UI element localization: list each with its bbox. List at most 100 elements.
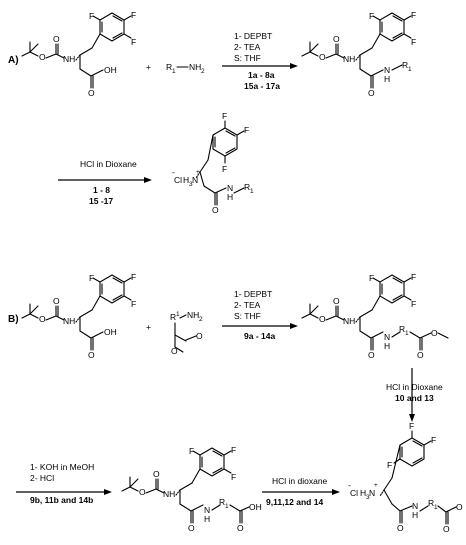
svg-text:NH: NH: [343, 316, 355, 326]
svg-text:O: O: [417, 350, 424, 360]
compound-range: 15 -17: [89, 196, 113, 206]
svg-text:F: F: [369, 273, 374, 283]
svg-text:O: O: [368, 350, 375, 360]
compound-range: 1a - 8a: [248, 70, 275, 80]
reaction-arrow-a2: [58, 177, 152, 183]
svg-text:H: H: [384, 74, 390, 84]
svg-text:1: 1: [434, 504, 438, 511]
svg-text:N: N: [412, 501, 418, 511]
svg-text:O: O: [212, 205, 219, 215]
atom-o: O: [53, 34, 60, 44]
svg-text:O: O: [431, 328, 438, 338]
atom-f: F: [131, 37, 136, 47]
atom-oh: OH: [104, 65, 117, 75]
svg-text:-: -: [172, 167, 175, 177]
reagent-text: 1- DEPBT: [234, 289, 272, 299]
svg-text:R: R: [244, 182, 250, 192]
svg-text:F: F: [222, 164, 227, 174]
svg-text:F: F: [131, 299, 136, 309]
svg-text:F: F: [409, 421, 414, 431]
plus-sign: +: [146, 62, 151, 72]
reagent-text: 1- DEPBT: [234, 31, 272, 41]
reagent-text: 2- TEA: [234, 300, 261, 310]
svg-text:F: F: [231, 445, 236, 455]
section-b-boc-ester-product: F F F NH O O N H R 1 O O O: [301, 272, 449, 360]
compound-range: 10 and 13: [395, 393, 434, 403]
reagent-text: S: THF: [234, 311, 261, 321]
svg-text:F: F: [222, 111, 227, 121]
svg-text:+: +: [196, 169, 200, 176]
compound-range: 1 - 8: [93, 185, 110, 195]
svg-text:F: F: [387, 460, 392, 470]
svg-text:O: O: [456, 502, 463, 512]
plus-sign: +: [146, 322, 151, 332]
compound-range: 9,11,12 and 14: [266, 497, 323, 507]
svg-text:1: 1: [408, 66, 412, 73]
reaction-arrow-b-right: [262, 489, 340, 495]
reaction-arrow-a: [222, 63, 298, 69]
svg-text:F: F: [189, 446, 194, 456]
svg-text:H: H: [412, 510, 418, 520]
reagent-text: 2- HCl: [30, 473, 54, 483]
reagent-text: 1- KOH in MeOH: [30, 462, 94, 472]
svg-text:N: N: [192, 175, 198, 185]
section-a-boc-amide-product: F F F NH O O N H R 1 O: [301, 10, 416, 98]
section-b-boc-acid-product: F F F NH O O N H R 1 OH O O: [121, 445, 262, 533]
r-group: R: [166, 62, 172, 72]
svg-text:1: 1: [176, 311, 180, 318]
svg-text:R: R: [170, 312, 176, 322]
svg-text:O: O: [39, 314, 46, 324]
svg-text:F: F: [411, 272, 416, 282]
reagent-text: HCl in Dioxane: [386, 382, 443, 392]
svg-text:2: 2: [201, 68, 205, 75]
svg-text:F: F: [369, 11, 374, 21]
svg-text:NH: NH: [63, 316, 75, 326]
svg-text:3: 3: [189, 181, 193, 188]
amino-ester-reagent: R 1 NH 2 O O: [170, 310, 203, 356]
atom-f: F: [89, 11, 94, 21]
svg-text:H: H: [204, 514, 210, 524]
reagent-text: HCl in Dioxane: [80, 159, 137, 169]
svg-text:3: 3: [366, 494, 370, 501]
section-a-ammonium-salt: F F F - Cl H 3 N + N H R 1 O: [172, 111, 254, 215]
svg-text:O: O: [443, 524, 450, 534]
reagent-text: S: THF: [234, 53, 261, 63]
svg-text:O: O: [319, 52, 326, 62]
svg-text:2: 2: [199, 316, 203, 323]
svg-text:+: +: [374, 482, 378, 489]
svg-text:N: N: [384, 332, 390, 342]
reagent-text: 2- TEA: [234, 42, 261, 52]
svg-text:H: H: [227, 192, 233, 202]
svg-text:R: R: [402, 60, 408, 70]
svg-text:O: O: [88, 350, 95, 360]
atom-nh: NH: [63, 54, 75, 64]
atom-o: O: [88, 88, 95, 98]
section-a-start-acid: F F F NH O O OH O: [21, 10, 136, 98]
compound-range: 9b, 11b and 14b: [30, 495, 93, 505]
compound-range: 9a - 14a: [244, 331, 275, 341]
svg-text:H: H: [183, 175, 189, 185]
svg-text:O: O: [397, 523, 404, 533]
svg-text:N: N: [369, 488, 375, 498]
section-b-label: B): [8, 314, 19, 325]
svg-text:O: O: [139, 487, 146, 497]
svg-text:NH: NH: [163, 489, 175, 499]
svg-text:O: O: [153, 469, 160, 479]
svg-text:R: R: [219, 497, 225, 507]
amine-reagent: R 1 NH 2: [166, 62, 205, 75]
svg-text:F: F: [231, 472, 236, 482]
svg-text:F: F: [411, 299, 416, 309]
reagent-text: HCl in dioxane: [272, 476, 328, 486]
atom-f: F: [131, 10, 136, 20]
svg-text:OH: OH: [104, 327, 117, 337]
svg-text:Cl: Cl: [350, 488, 358, 498]
svg-text:-: -: [348, 480, 351, 490]
atom-o: O: [39, 52, 46, 62]
svg-text:O: O: [53, 296, 60, 306]
svg-text:1: 1: [172, 68, 176, 75]
svg-text:NH: NH: [189, 62, 201, 72]
svg-text:O: O: [237, 523, 244, 533]
reaction-arrow-b: [222, 323, 298, 329]
section-b-ammonium-ester: F F F - Cl H 3 N + N H R 1 O O O: [348, 421, 463, 534]
